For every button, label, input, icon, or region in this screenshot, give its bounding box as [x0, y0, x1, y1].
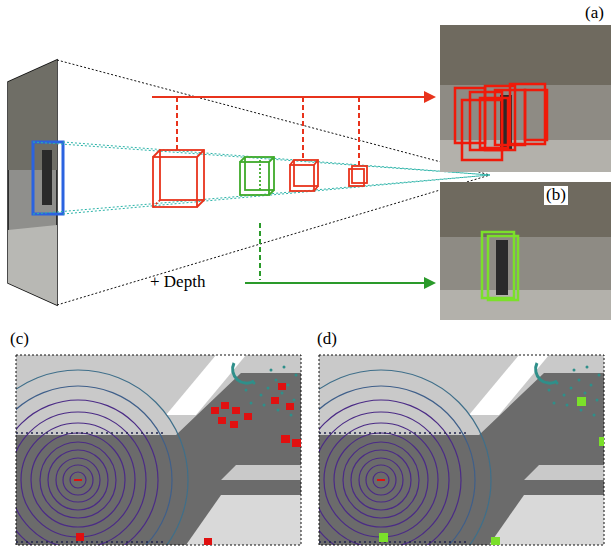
- drawing-part: [63, 175, 490, 214]
- drawing-part: [33, 142, 63, 214]
- drawing-part: [232, 407, 240, 414]
- drawing-part: [240, 157, 245, 162]
- drawing-part: [211, 407, 219, 414]
- drawing-part: [488, 236, 518, 300]
- panel-label: (c): [8, 330, 31, 349]
- drawing-part: [218, 417, 226, 424]
- drawing-part: [440, 182, 611, 320]
- drawing-part: [271, 397, 279, 404]
- drawing-part: [455, 84, 547, 160]
- drawing-part: [244, 413, 252, 420]
- drawing-part: [259, 223, 261, 280]
- drawing-part: [496, 240, 508, 295]
- drawing-part: [204, 538, 212, 545]
- drawing-part: [269, 190, 274, 195]
- drawing-part: [379, 533, 388, 542]
- drawing-part: [152, 96, 426, 98]
- drawing-part: [42, 150, 52, 205]
- drawing-part: [153, 150, 367, 207]
- drawing-part: [269, 157, 274, 162]
- drawing-part: [176, 97, 178, 150]
- drawing-part: [76, 383, 301, 545]
- drawing-part: [302, 97, 304, 158]
- drawing-part: [462, 100, 502, 160]
- drawing-part: [197, 200, 204, 207]
- drawing-part: [440, 25, 611, 172]
- ray-lines: [33, 142, 490, 214]
- image-plane: [8, 60, 63, 305]
- image-crop-a: [440, 25, 611, 172]
- drawing-part: [160, 150, 204, 200]
- drawing-part: [153, 150, 160, 157]
- drawing-part: [286, 403, 294, 410]
- no-depth-arrow: [152, 91, 436, 165]
- drawing-part: [510, 84, 545, 144]
- panel-label: (a): [583, 4, 606, 23]
- drawing-part: [482, 232, 518, 300]
- drawing-part: [278, 383, 286, 390]
- drawing-part: [197, 150, 204, 157]
- panel-label: (d): [315, 330, 339, 349]
- drawing-part: [221, 402, 229, 409]
- drawing-part: [352, 166, 367, 183]
- drawing-part: [76, 533, 84, 541]
- drawing-part: [440, 25, 611, 85]
- drawing-part: [577, 397, 586, 406]
- drawing-part: [153, 200, 160, 207]
- drawing-part: [358, 97, 360, 165]
- drawing-part: [319, 355, 604, 545]
- drawing-part: [491, 537, 500, 545]
- drawing-part: [240, 157, 274, 195]
- drawing-part: [599, 437, 604, 446]
- drawing-part: [440, 290, 611, 320]
- candidate-boxes: [153, 150, 367, 207]
- drawing-part: [292, 439, 301, 447]
- drawing-part: [294, 160, 318, 186]
- drawing-part: [440, 182, 611, 237]
- bev-panel-c: [0, 355, 301, 546]
- drawing-part: [281, 435, 290, 443]
- drawing-part: [16, 355, 301, 545]
- panel-label: (b): [544, 186, 568, 205]
- drawing-part: [33, 142, 490, 175]
- frustum-lines: [57, 60, 490, 305]
- drawing-part: [230, 421, 238, 428]
- depth-arrow: [245, 223, 436, 289]
- drawing-part: [0, 355, 301, 546]
- drawing-part: [8, 225, 57, 305]
- drawing-part: [314, 186, 318, 191]
- drawing-part: [57, 60, 490, 175]
- drawing-part: [480, 98, 508, 148]
- drawing-part: [379, 397, 604, 545]
- drawing-part: [245, 282, 426, 284]
- image-crop-b: [440, 182, 611, 320]
- drawing-part: [314, 160, 318, 165]
- depth-label: + Depth: [148, 273, 207, 292]
- drawing-part: [259, 160, 261, 192]
- drawing-part: [290, 160, 294, 165]
- drawing-part: [57, 175, 490, 305]
- drawing-part: [424, 277, 436, 289]
- drawing-part: [525, 90, 547, 140]
- bev-panel-d: [271, 355, 604, 546]
- drawing-part: [424, 91, 436, 103]
- drawing-part: [271, 355, 604, 546]
